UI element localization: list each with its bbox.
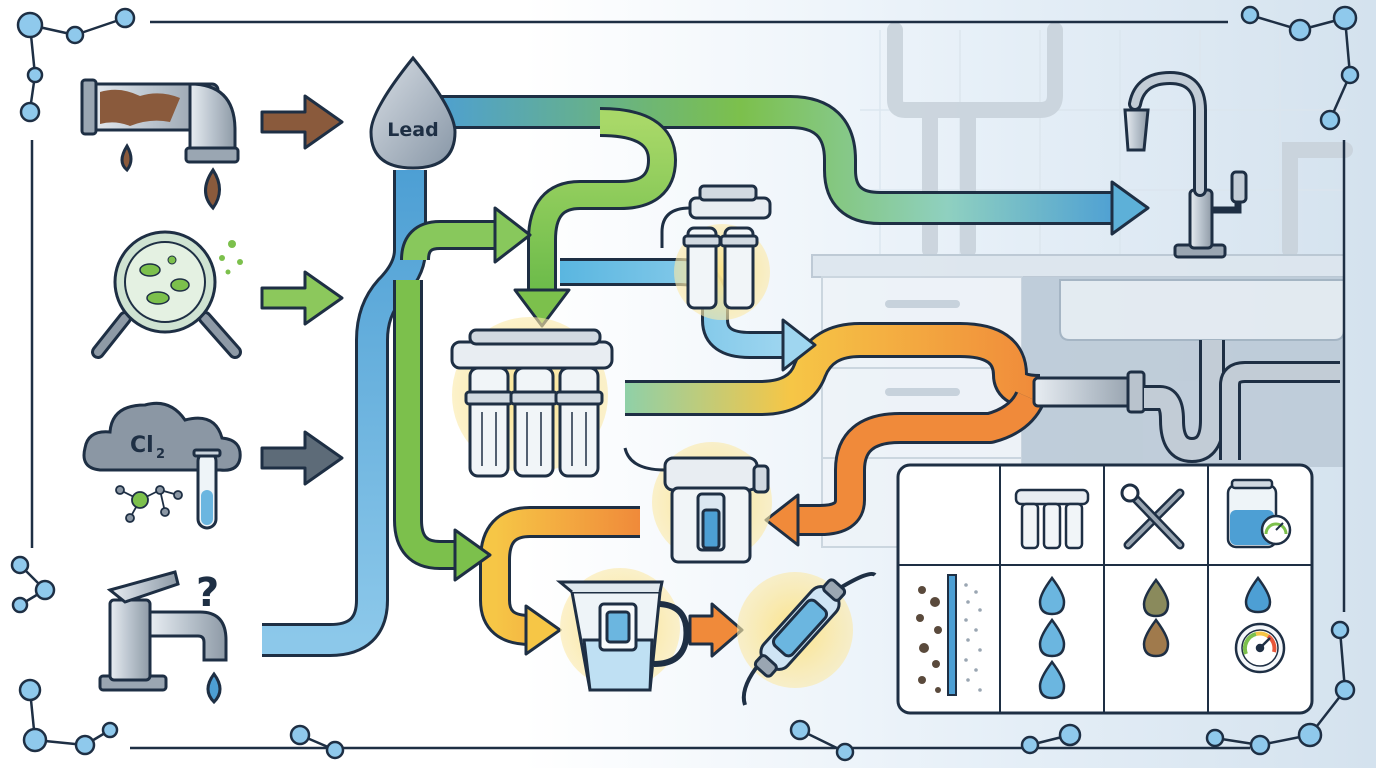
- chlorine-molecule-icon: [115, 485, 183, 523]
- molecule-icon: [10, 555, 56, 614]
- chlorine-cloud-icon: Cl 2: [82, 401, 242, 530]
- tank-gauge-icon: [1226, 478, 1292, 549]
- molecule-icon: [18, 678, 119, 756]
- comparison-panel: [896, 463, 1314, 715]
- inline-filter-icon: [737, 571, 877, 706]
- chlorine-subscript: 2: [156, 447, 165, 462]
- drop-gauge-icon: [1234, 575, 1286, 674]
- arrow-left-icon: [764, 493, 800, 547]
- arrow-right-icon: [688, 602, 744, 658]
- decorative-frame: [30, 20, 1346, 750]
- arrow-right-icon: [260, 270, 344, 326]
- question-mark: ?: [196, 570, 219, 616]
- wrench-screwdriver-icon: [1120, 483, 1185, 550]
- arrow-right-icon: [524, 604, 562, 656]
- under-sink-ro-system-icon: [450, 317, 614, 478]
- wall-pipes: [887, 22, 1353, 258]
- three-stage-filter-icon: [1014, 488, 1090, 550]
- arrow-right-icon: [260, 94, 344, 150]
- kitchen-faucet-icon: [1123, 70, 1248, 259]
- arrow-right-icon: [260, 430, 344, 486]
- molecule-icon: [16, 7, 136, 123]
- sink-basin: [1059, 279, 1345, 341]
- arrow-right-icon: [781, 318, 817, 372]
- molecule-icon: [1240, 5, 1360, 131]
- arrow-down-icon: [513, 288, 571, 328]
- molecule-icon: [1020, 723, 1082, 755]
- rusty-pipe-icon: [80, 78, 240, 211]
- chlorine-label: Cl: [130, 433, 154, 458]
- pressure-gauge-icon: [1234, 622, 1286, 674]
- pitcher-filter-icon: [555, 568, 690, 692]
- molecule-icon: [1205, 620, 1356, 756]
- sink-drain-icon: [1032, 340, 1340, 464]
- lead-label: Lead: [387, 119, 438, 141]
- source-arrows: [260, 94, 344, 486]
- magnifier-bacteria-icon: [91, 230, 243, 359]
- arrow-right-icon: [453, 528, 492, 582]
- faucet-question-icon: ?: [98, 570, 228, 705]
- arrow-right-icon: [1110, 180, 1150, 236]
- sediment-screen-icon: [916, 574, 982, 696]
- lead-drop-icon: Lead: [369, 55, 457, 170]
- clear-drops-icon: [1038, 575, 1066, 700]
- molecule-icon: [289, 724, 345, 760]
- arrow-right-icon: [493, 206, 532, 264]
- countertop-filter-icon: [623, 442, 772, 564]
- flow-arrowheads: [453, 180, 1150, 658]
- murky-drops-icon: [1142, 577, 1170, 658]
- molecule-icon: [789, 719, 855, 762]
- faucet-mount-filter-icon: [660, 184, 772, 320]
- test-tube-icon: [192, 448, 222, 530]
- molecule-decorations: [10, 5, 1360, 762]
